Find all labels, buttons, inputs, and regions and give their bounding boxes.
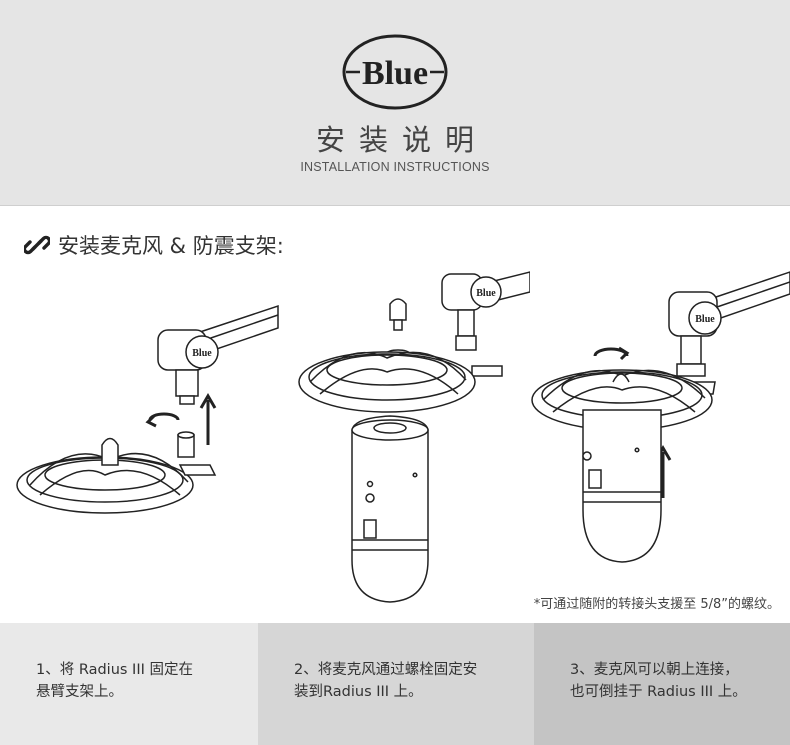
link-icon [24, 232, 50, 258]
step-3-text: 3、麦克风可以朝上连接， 也可倒挂于 Radius III 上。 [570, 659, 747, 703]
step-1-text: 1、将 Radius III 固定在 悬臂支架上。 [36, 659, 193, 703]
steps-bar: 1、将 Radius III 固定在 悬臂支架上。 2、将麦克风通过螺栓固定安 … [0, 623, 790, 745]
title-chinese: 安装说明 [0, 117, 790, 159]
section-heading-text: 安装麦克风 & 防震支架: [58, 230, 284, 260]
step-2-text: 2、将麦克风通过螺栓固定安 装到Radius III 上。 [294, 659, 477, 703]
title-english: INSTALLATION INSTRUCTIONS [0, 160, 790, 174]
step-1-illustration: Blue [10, 270, 280, 530]
step-2-panel: 2、将麦克风通过螺栓固定安 装到Radius III 上。 [258, 623, 534, 745]
illus-1-brand: Blue [192, 348, 212, 359]
footnote: *可通过随附的转接头支援至 5/8”的螺纹。 [534, 593, 780, 612]
illus-2-brand: Blue [476, 288, 496, 299]
blue-logo: Blue [342, 34, 448, 110]
step-1-panel: 1、将 Radius III 固定在 悬臂支架上。 [0, 623, 258, 745]
illus-3-brand: Blue [695, 314, 715, 325]
step-3-illustration: Blue [525, 270, 790, 570]
step-3-panel: 3、麦克风可以朝上连接， 也可倒挂于 Radius III 上。 [534, 623, 790, 745]
section-heading: 安装麦克风 & 防震支架: [24, 228, 284, 262]
header: Blue 安装说明 INSTALLATION INSTRUCTIONS [0, 0, 790, 206]
logo-wordmark: Blue [362, 55, 428, 92]
step-2-illustration: Blue [290, 270, 530, 605]
